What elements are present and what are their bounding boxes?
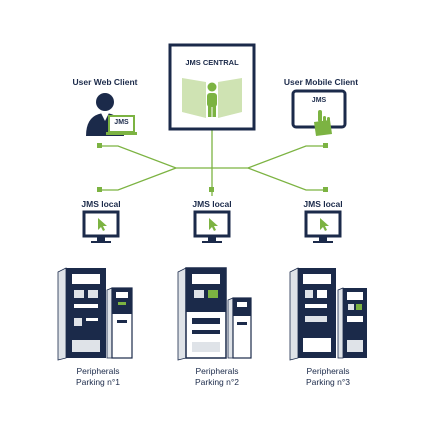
monitor-icon-1: [82, 210, 120, 243]
link-mobile-client: [212, 145, 326, 169]
monitor-icon-2: [193, 210, 231, 243]
web-client-screen-label: JMS: [114, 119, 129, 126]
local-title-3: JMS local: [303, 199, 343, 209]
local-title-1: JMS local: [81, 199, 121, 209]
monitor-icon-3: [304, 210, 342, 243]
parking-3-pay-station: [289, 267, 336, 361]
parking-caption-3-line2: Parking n°3: [305, 377, 351, 387]
jms-central-box: [168, 43, 256, 131]
parking-1-barrier-terminal: [106, 287, 133, 359]
central-screen-left: [182, 78, 206, 118]
parking-caption-1: Peripherals Parking n°1: [53, 366, 143, 388]
parking-2-barrier-terminal: [227, 297, 252, 359]
link-local-1: [100, 167, 177, 191]
link-local-3: [247, 167, 326, 191]
link-web-client: [100, 145, 212, 169]
parking-caption-3-line1: Peripherals: [306, 366, 350, 376]
local-title-2: JMS local: [192, 199, 232, 209]
web-client-title: User Web Client: [72, 77, 138, 87]
mobile-client-title: User Mobile Client: [283, 77, 359, 87]
parking-caption-3: Peripherals Parking n°3: [283, 366, 373, 388]
central-person-icon: [207, 82, 217, 92]
connection-lines: [100, 126, 326, 196]
parking-caption-1-line2: Parking n°1: [75, 377, 121, 387]
hand-pointer-icon: [314, 110, 332, 136]
parking-caption-2: Peripherals Parking n°2: [172, 366, 262, 388]
cursor-icon-1: [98, 218, 107, 231]
central-title: JMS CENTRAL: [185, 58, 239, 67]
tablet-screen-label: JMS: [311, 97, 327, 104]
web-client-laptop-icon: [106, 115, 137, 135]
cursor-icon-2: [209, 218, 218, 231]
parking-caption-1-line1: Peripherals: [76, 366, 120, 376]
parking-caption-2-line1: Peripherals: [195, 366, 239, 376]
parking-1-pay-station: [57, 267, 106, 361]
central-screen-right: [218, 78, 242, 118]
parking-caption-2-line2: Parking n°2: [194, 377, 240, 387]
parking-2-pay-station: [177, 267, 227, 361]
cursor-icon-3: [320, 218, 329, 231]
parking-3-barrier-terminal: [337, 287, 367, 359]
